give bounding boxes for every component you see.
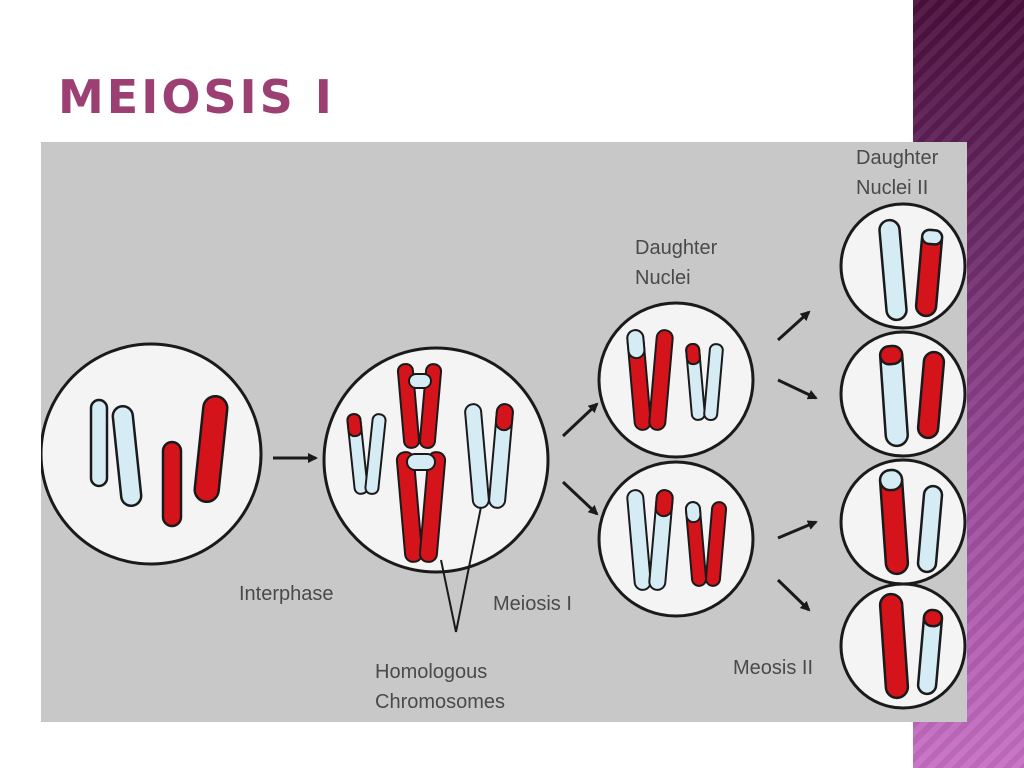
chromosome-pair <box>346 413 387 495</box>
pointer-line <box>455 506 482 633</box>
meiosis-diagram: Interphase Meiosis I Homologous Chromoso… <box>41 142 967 722</box>
arrow-icon <box>776 310 811 342</box>
label-meiosis-2: Meosis II <box>733 657 814 679</box>
label-daughter-nuclei-line2: Nuclei <box>635 267 691 289</box>
slide-title: MEIOSIS I <box>58 70 335 124</box>
interphase-cell <box>41 342 263 566</box>
meiosis-diagram-svg <box>41 202 967 710</box>
meiosis-1-cell <box>322 346 550 633</box>
arrow-icon <box>777 520 818 540</box>
label-daughter-nuclei-2-line2: Nuclei II <box>856 177 929 199</box>
label-homologous-line1: Homologous <box>375 661 488 683</box>
chromosome-blue <box>111 404 143 508</box>
arrow-icon <box>777 378 818 400</box>
daughter-nucleus-2a <box>839 202 967 330</box>
daughter-nucleus-2c <box>839 458 967 586</box>
arrow-icon <box>776 578 811 612</box>
chromosome-pair <box>396 363 443 449</box>
daughter-nucleus-2d <box>839 582 967 710</box>
chromosome-red <box>193 394 229 504</box>
label-daughter-nuclei-line1: Daughter <box>635 237 718 259</box>
chromosome-blue <box>89 398 109 488</box>
daughter-nucleus-top <box>597 301 755 459</box>
label-homologous-line2: Chromosomes <box>375 691 506 713</box>
label-interphase: Interphase <box>239 583 334 605</box>
arrow-icon <box>561 402 599 438</box>
arrow-icon <box>561 480 599 516</box>
label-meiosis-1: Meiosis I <box>493 593 572 615</box>
chromosome-pair <box>395 451 447 563</box>
daughter-nucleus-2b <box>839 330 967 458</box>
chromosome-pair <box>464 403 514 509</box>
daughter-nucleus-bottom <box>597 460 755 618</box>
pointer-line <box>440 559 457 633</box>
label-daughter-nuclei-2-line1: Daughter <box>856 147 939 169</box>
chromosome-red <box>161 440 183 528</box>
